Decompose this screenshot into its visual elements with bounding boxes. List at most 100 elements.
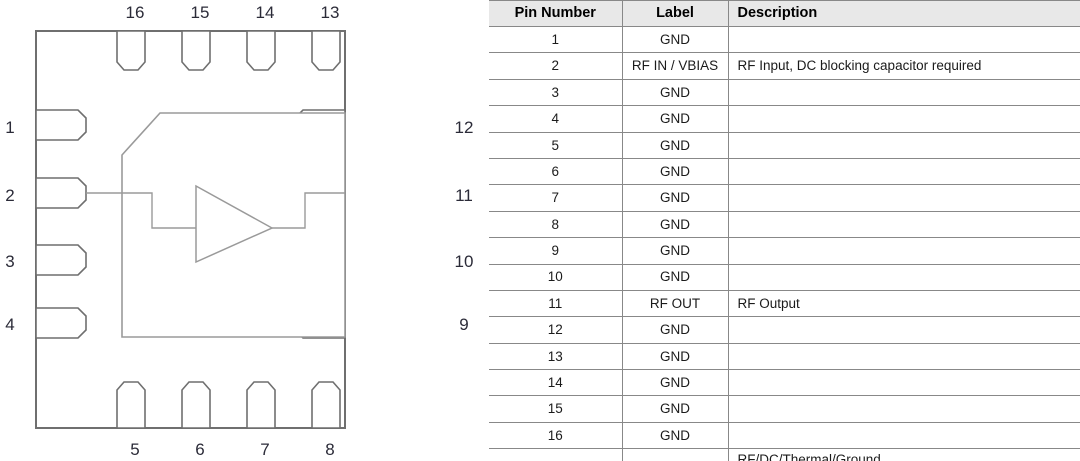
cell-description [727, 78, 1080, 107]
pin-label-16: 16 [126, 3, 145, 22]
table-row: Backside PaddleGNDRF/DC/Thermal/Ground. … [489, 448, 1080, 461]
pin-label-1: 1 [5, 118, 14, 137]
cell-pin-number: 11 [489, 289, 623, 318]
package-diagram: 16 15 14 13 1 2 3 4 12 11 10 9 5 6 7 8 [0, 0, 480, 461]
cell-pin-number: 16 [489, 421, 623, 450]
pin-label-7: 7 [260, 440, 269, 459]
pin-pad-14 [246, 30, 276, 71]
cell-description: RF Input, DC blocking capacitor required [727, 52, 1080, 80]
cell-pin-number: 14 [489, 369, 623, 397]
cell-label: GND [621, 421, 729, 450]
cell-pin-number: 4 [489, 105, 623, 133]
rf-output-trace [272, 192, 345, 229]
pin-label-13: 13 [321, 3, 340, 22]
pin-label-6: 6 [195, 440, 204, 459]
cell-description [727, 342, 1080, 371]
pin-pad-13 [311, 30, 341, 71]
pin-label-8: 8 [325, 440, 334, 459]
cell-label: GND [621, 369, 729, 397]
amplifier-symbol-icon [195, 184, 274, 264]
pin-pad-7 [246, 381, 276, 429]
cell-label: GND [621, 25, 729, 54]
cell-description [727, 316, 1080, 344]
pin-number-labels: 16 15 14 13 1 2 3 4 12 11 10 9 5 6 7 8 [5, 3, 473, 459]
cell-description: RF Output [727, 289, 1080, 318]
pin-label-12: 12 [455, 118, 474, 137]
cell-label: GND [621, 263, 729, 291]
left-pin-group [35, 109, 87, 339]
cell-label: GND [621, 78, 729, 107]
cell-pin-number: 10 [489, 263, 623, 291]
cell-description [727, 210, 1080, 239]
pin-pad-8 [311, 381, 341, 429]
package-drawing: 16 15 14 13 1 2 3 4 12 11 10 9 5 6 7 8 [5, 3, 473, 459]
pin-pad-5 [116, 381, 146, 429]
pin-pad-2 [35, 177, 87, 209]
pin-pad-3 [35, 244, 87, 276]
table-header-row: Pin Number Label Description [489, 0, 1080, 27]
cell-pin-number: 12 [489, 316, 623, 344]
bottom-pin-group [116, 381, 341, 429]
cell-label: RF OUT [621, 289, 729, 318]
cell-label: GND [621, 105, 729, 133]
cell-description [727, 237, 1080, 265]
cell-pin-number: 1 [489, 25, 623, 54]
cell-label: GND [621, 184, 729, 212]
cell-pin-number: 5 [489, 131, 623, 159]
cell-label: GND [621, 448, 729, 461]
pin-pad-15 [181, 30, 211, 71]
pin-pad-16 [116, 30, 146, 71]
cell-pin-number: 6 [489, 157, 623, 186]
cell-description [727, 263, 1080, 291]
cell-pin-number: 2 [489, 52, 623, 80]
pin-pad-6 [181, 381, 211, 429]
pin-label-10: 10 [455, 252, 474, 271]
cell-pin-number: 3 [489, 78, 623, 107]
cell-description [727, 184, 1080, 212]
pin-label-4: 4 [5, 315, 14, 334]
cell-description [727, 25, 1080, 54]
cell-label: GND [621, 342, 729, 371]
column-header-label: Label [621, 0, 729, 27]
table-header: Pin Number Label Description [489, 0, 1080, 27]
cell-description [727, 105, 1080, 133]
cell-description [727, 131, 1080, 159]
cell-label: GND [621, 395, 729, 423]
cell-label: GND [621, 237, 729, 265]
pin-label-9: 9 [459, 315, 468, 334]
pin-label-3: 3 [5, 252, 14, 271]
pin-label-15: 15 [191, 3, 210, 22]
column-header-pin-number: Pin Number [489, 0, 623, 27]
top-pin-group [116, 30, 341, 71]
cell-description [727, 369, 1080, 397]
cell-label: GND [621, 131, 729, 159]
cell-pin-number: 7 [489, 184, 623, 212]
cell-pin-number: 13 [489, 342, 623, 371]
cell-label: RF IN / VBIAS [621, 52, 729, 80]
rf-input-trace [86, 192, 196, 229]
cell-description: RF/DC/Thermal/Ground. Minimize the induc… [727, 448, 1080, 461]
pin-label-2: 2 [5, 186, 14, 205]
pin-label-14: 14 [256, 3, 275, 22]
cell-pin-number: 15 [489, 395, 623, 423]
column-header-description: Description [727, 0, 1080, 27]
pin-pad-1 [35, 109, 87, 141]
cell-pin-number: Backside Paddle [489, 448, 623, 461]
